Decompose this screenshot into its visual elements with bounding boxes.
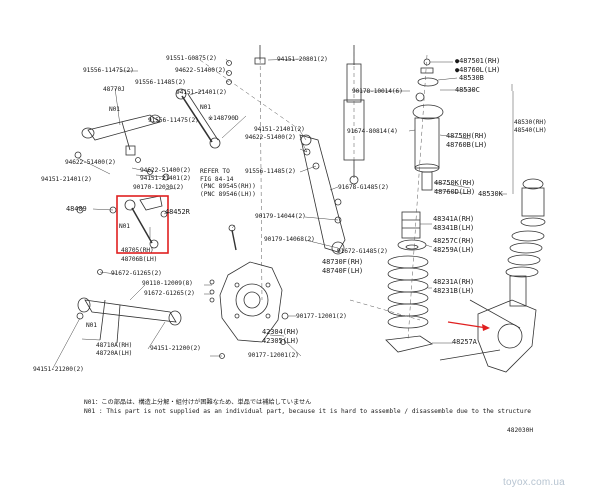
spring-seat-48257c [397,239,427,251]
label-91672-g1265-a: 91672-G1265(2) [111,270,162,277]
coil-spring-48231 [387,255,429,329]
label-94151-21200-a: 94151-21200(2) [150,345,201,352]
label-90110-12009: 90110-12009(8) [142,280,193,287]
label-48750h: 48750H(RH) [446,132,488,140]
label-48750k: 48750K(RH) [434,179,476,187]
assembled-strut [439,178,546,373]
label-90170-12030: 90170-12030(2) [133,184,184,191]
pointer-arrow [447,321,490,331]
label-94622-51400-b: 94622-51400(2) [65,159,116,166]
upper-mount-48750h [412,58,444,191]
lower-arm-48710a [77,297,182,344]
label-48710a: 48710A(RH) [96,342,133,349]
label-48530b: 48530B [459,74,484,82]
label-n01-a: N01 [109,106,120,113]
label-48760l: ●48760L(LH) [455,66,501,74]
label-94151-21401-top: 94151-21401(2) [176,89,227,96]
top-bolts [226,45,266,85]
highlight-box [116,195,169,254]
label-48770j: 48770J [103,86,125,93]
label-90177-12001-b: 90177-12001(2) [248,352,299,359]
label-94622-51400-c: 94622-51400(2) [140,167,191,174]
label-91556-11475-b: 91556-11475(2) [148,117,199,124]
label-94622-51400-top: 94622-51400(2) [175,67,226,74]
label-48257c: 48257C(RH) [433,237,475,245]
guide-lines [199,44,428,341]
label-90179-14044: 90179-14044(2) [255,213,306,220]
label-48341a: 48341A(RH) [433,215,475,223]
label-94151-21200-b: 94151-21200(2) [33,366,84,373]
label-48259a: 48259A(LH) [433,246,475,254]
label-94151-21401-m: 94151-21401(2) [254,126,305,133]
label-48740f: 48740F(LH) [322,267,364,275]
label-94151-21401-c: 94151-21401(2) [140,175,191,182]
reference-link [228,224,237,251]
knuckle-bolts [74,148,342,359]
label-94622-51400-m: 94622-51400(2) [245,134,296,141]
label-487501: ●487501(RH) [455,57,501,65]
label-48760d: 48760D(LH) [434,188,476,196]
label-42305: 42305(LH) [262,337,300,345]
reference-line-1: REFER TO [200,168,230,175]
reference-line-3: (PNC 89545(RH)) [200,183,256,190]
label-n01-d: N01 [86,322,97,329]
lower-spring-seat-48257a [385,335,433,353]
label-91674-80814: 91674-80814(4) [347,128,398,135]
label-48452r: 48452R [165,208,190,216]
label-91672-g1485: 91672-G1485(2) [337,248,388,255]
label-48720a: 48720A(LH) [96,350,133,357]
link-48705 [124,195,163,249]
leader-lines [51,58,514,371]
label-90179-14068: 90179-14068(2) [264,236,315,243]
label-91556-11485-top: 91556-11485(2) [135,79,186,86]
label-91678-g1485: 91678-G1485(2) [338,184,389,191]
toe-link-148790d [175,88,221,149]
footnote-japanese: N01：この部品は、構造上分解・組付けが困難なため、単品では補給していません [84,399,312,406]
label-48341b: 48341B(LH) [433,224,475,232]
label-48231b: 48231B(LH) [433,287,475,295]
label-48257a: 48257A [452,338,477,346]
label-48705: 48705(RH) [121,247,154,254]
footnote-english: N01 : This part is not supplied as an in… [84,408,532,415]
label-94151-20801: 94151-20801(2) [277,56,328,63]
upper-arm-48770j [81,114,161,156]
label-91551: 91551-G0875(2) [166,55,217,62]
reference-note: REFER TO FIG 84-14 (PNC 89545(RH)) (PNC … [200,168,256,198]
label-n01-b: N01 [200,104,211,111]
watermark: toyox.com.ua [503,477,565,488]
label-94151-21401-l: 94151-21401(2) [41,176,92,183]
label-48530k: 48530K [478,190,503,198]
trailing-arm-48730f [299,134,346,255]
label-148790d: ※148790D [208,115,239,122]
label-91672-g1265-b: 91672-G1265(2) [144,290,195,297]
label-91556-11475: 91556-11475(2) [83,67,134,74]
label-42304: 42304(RH) [262,328,300,336]
label-n01-c: N01 [119,223,130,230]
figure-code: 482030H [507,427,534,434]
reference-line-4: (PNC 89546(LH)) [200,190,256,198]
reference-line-2: FIG 84-14 [200,175,234,183]
label-90177-12001-a: 90177-12001(2) [296,313,347,320]
shock-absorber-48530 [343,45,365,185]
label-48409: 48409 [66,205,87,213]
knuckle-42304 [219,261,283,343]
label-91556-11485-m: 91556-11485(2) [245,168,296,175]
label-90178-10014: 90178-10014(6) [352,88,403,95]
label-48231a: 48231A(RH) [433,278,475,286]
label-48730f: 48730F(RH) [322,258,364,266]
label-48530c: 48530C [455,86,480,94]
bump-stopper-48341 [401,211,421,239]
label-48706b: 48706B(LH) [121,256,158,263]
label-48760b: 48760B(LH) [446,141,488,149]
label-48540: 48540(LH) [514,127,547,134]
label-48530: 48530(RH) [514,119,547,126]
